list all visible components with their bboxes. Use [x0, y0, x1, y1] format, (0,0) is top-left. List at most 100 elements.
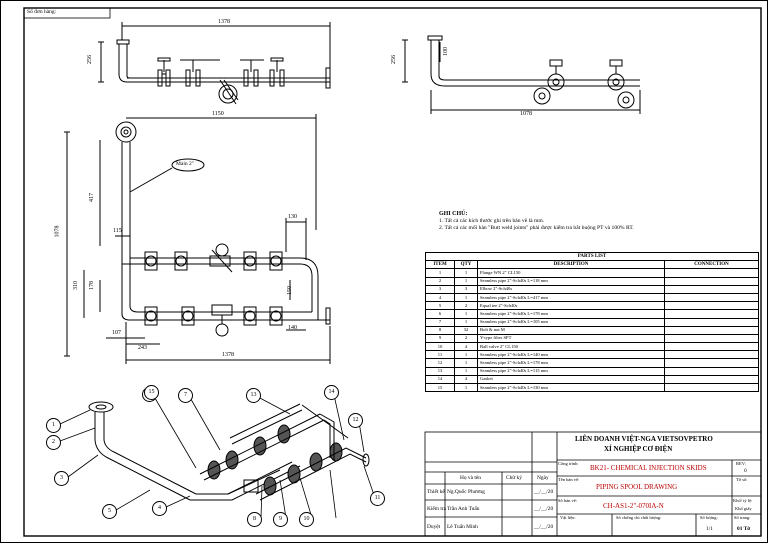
side-elevation-view [402, 35, 641, 114]
dim-plan-310: 310 [73, 281, 79, 290]
item-description: Bolt & nut M [477, 325, 665, 335]
quantity-value: 1/1 [706, 526, 713, 532]
plan-view [64, 114, 331, 364]
item-connection [664, 333, 759, 344]
item-number: 9 [425, 333, 455, 344]
rev-label: REV: [736, 461, 746, 466]
approver-name: Lê Tuấn Minh [447, 524, 478, 530]
format-label: Khổ giấy [735, 506, 752, 511]
item-number: 3 [425, 284, 455, 294]
checker-name: Trần Anh Tuấn [447, 506, 480, 512]
col-connection: CONNECTION [664, 260, 759, 270]
item-connection [664, 325, 759, 335]
col-item: ITEM [425, 260, 455, 270]
item-balloon: 10 [299, 512, 314, 527]
item-qty: 1 [454, 276, 478, 286]
dim-top-front-width: 1378 [218, 19, 230, 25]
item-qty: 3 [454, 284, 478, 294]
approver-date: __/__/20 [534, 524, 554, 530]
pages-label: Số trang: [734, 515, 751, 520]
role-approver: Duyệt [427, 524, 441, 530]
item-description: Seamless pipe 2"-Sch40s L=105 mm [477, 317, 665, 327]
item-number: 4 [425, 292, 455, 303]
item-qty: 1 [454, 292, 478, 303]
item-balloon: 14 [324, 385, 339, 400]
notes-title: GHI CHÚ: [439, 211, 468, 217]
item-balloon: 4 [152, 501, 167, 516]
dim-plan-v1: 417 [89, 193, 95, 202]
item-qty: 1 [454, 317, 478, 327]
item-balloon: 5 [102, 504, 117, 519]
col-description: DESCRIPTION [477, 260, 665, 270]
note-line: 2. Tất cả các mối hàn "Butt weld joints"… [439, 225, 634, 231]
item-qty: 1 [454, 268, 478, 278]
project-name: BK21- CHEMICAL INJECTION SKIDS [590, 464, 707, 472]
item-description: Seamless pipe 2"-Sch40s L=140 mm [477, 350, 665, 360]
role-checker: Kiểm tra [427, 506, 447, 512]
drawing-name: PIPING SPOOL DRAWING [596, 483, 678, 491]
item-qty: 1 [454, 358, 478, 368]
item-description: Y-type filter SFT [477, 333, 665, 344]
dim-plan-bottom-width: 1378 [222, 352, 234, 358]
isometric-view [88, 401, 370, 501]
item-description: Seamless pipe 2"-Sch40s L=178 mm [477, 358, 665, 368]
item-balloon: 15 [144, 385, 159, 400]
item-connection [664, 342, 759, 352]
col-date-header: Ngày [537, 475, 549, 481]
item-connection [664, 268, 759, 278]
item-balloon: 13 [246, 388, 261, 403]
item-number: 15 [425, 382, 455, 393]
col-name-header: Họ và tên [460, 475, 481, 481]
dim-plan-107: 107 [112, 330, 121, 336]
parts-list-title: PARTS LIST [425, 251, 759, 262]
dim-plan-115: 115 [113, 228, 122, 234]
balloon-leaders [59, 392, 375, 519]
item-number: 1 [425, 268, 455, 278]
col-qty: QTY [454, 260, 478, 270]
dim-top-side-height: 256 [391, 55, 397, 64]
item-balloon: 12 [348, 413, 363, 428]
item-connection [664, 317, 759, 327]
item-connection [664, 374, 759, 385]
designer-name: Ng.Quốc Phương [447, 489, 485, 495]
dim-plan-total-height: 1078 [54, 225, 61, 238]
item-balloon: 11 [370, 491, 385, 506]
item-connection [664, 276, 759, 286]
item-qty: 1 [454, 350, 478, 360]
item-balloon: 9 [273, 512, 288, 527]
item-number: 12 [425, 358, 455, 368]
dim-plan-178: 178 [89, 281, 95, 290]
item-balloon: 3 [54, 471, 69, 486]
drawing-name-label: Tên bản vẽ: [558, 477, 580, 482]
dim-plan-150: 150 [287, 286, 293, 295]
dim-top-front-height: 256 [87, 55, 93, 64]
material-label: Vật liệu: [560, 515, 576, 520]
item-balloon: 7 [178, 388, 193, 403]
item-qty: 1 [454, 382, 478, 393]
item-balloon: 1 [46, 418, 61, 433]
company-division: XÍ NGHIỆP CƠ ĐIỆN [604, 445, 673, 453]
item-description: Elbow 2"-Sch40s [477, 284, 665, 294]
item-balloon: 8 [247, 512, 262, 527]
item-description: Equal tee 2"-Sch40s [477, 301, 665, 311]
main-pipe-callout: Main 2" [176, 161, 194, 167]
role-designer: Thiết kế [427, 489, 445, 495]
col-sign-header: Chữ ký [506, 475, 522, 481]
item-number: 6 [425, 309, 455, 319]
item-qty: 4 [454, 374, 478, 385]
item-number: 7 [425, 317, 455, 327]
item-number: 13 [425, 366, 455, 376]
front-elevation-view [98, 22, 331, 105]
